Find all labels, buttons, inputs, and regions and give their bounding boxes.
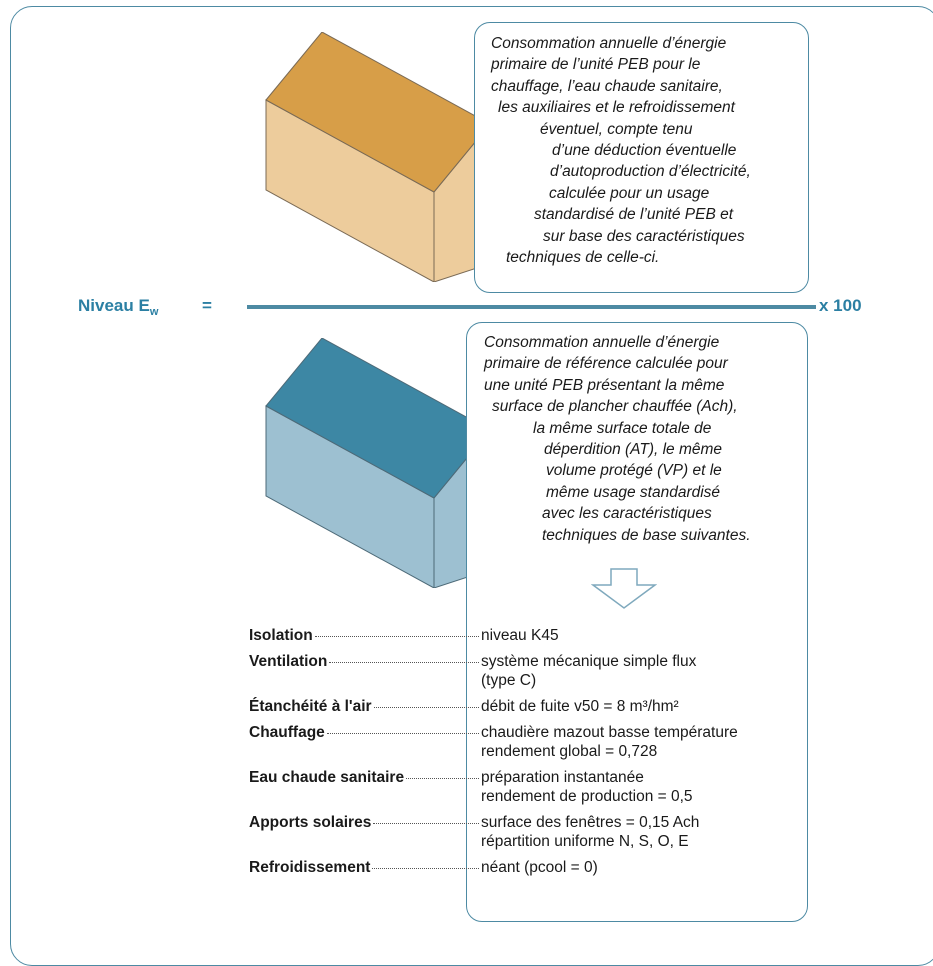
equals-sign: = [202, 296, 212, 315]
denominator-line: Consommation annuelle d’énergie [484, 334, 720, 351]
spec-row-chauffage: Chauffage chaudière mazout basse tempéra… [249, 723, 809, 761]
spec-label: Apports solaires [249, 814, 372, 831]
spec-row-apports-solaires: Apports solaires surface des fenêtres = … [249, 813, 809, 851]
numerator-line: techniques de celle-ci. [506, 249, 660, 267]
denominator-line: déperdition (AT), le même [544, 441, 723, 459]
leader-dots [314, 636, 479, 637]
down-arrow-icon [591, 568, 657, 609]
denominator-line: volume protégé (VP) et le [546, 462, 722, 480]
numerator-line: d’une déduction éventuelle [552, 142, 737, 160]
spec-row-isolation: Isolation niveau K45 [249, 626, 809, 645]
spec-value: surface des fenêtres = 0,15 Ach [481, 814, 700, 831]
numerator-line: standardisé de l’unité PEB et [534, 206, 734, 224]
leader-dots [373, 707, 479, 708]
spec-row-etancheite: Étanchéité à l'air débit de fuite v50 = … [249, 697, 809, 716]
spec-row-eau-chaude: Eau chaude sanitaire préparation instant… [249, 768, 809, 806]
spec-value: niveau K45 [481, 627, 559, 644]
spec-value: rendement de production = 0,5 [481, 788, 693, 805]
spec-value: préparation instantanée [481, 769, 644, 786]
spec-value: rendement global = 0,728 [481, 743, 658, 760]
spec-value: système mécanique simple flux [481, 653, 697, 670]
denominator-line: la même surface totale de [533, 419, 712, 437]
spec-label: Étanchéité à l'air [249, 698, 372, 715]
denominator-description: Consommation annuelle d’énergie primaire… [484, 332, 751, 546]
spec-value: (type C) [481, 672, 537, 689]
reference-specifications: Isolation niveau K45 Ventilation système… [249, 626, 809, 884]
multiplier-label: x 100 [819, 296, 862, 315]
spec-label: Ventilation [249, 653, 328, 670]
numerator-box [474, 22, 809, 293]
leader-dots [406, 778, 479, 779]
niveau-ew-label: Niveau Ew [78, 296, 159, 318]
denominator-line: techniques de base suivantes. [542, 526, 751, 544]
spec-value: répartition uniforme N, S, O, E [481, 833, 689, 850]
leader-dots [373, 823, 479, 824]
denominator-box [466, 322, 808, 922]
numerator-description: Consommation annuelle d’énergie primaire… [491, 33, 751, 268]
numerator-line: les auxiliaires et le refroidissement [498, 99, 735, 117]
spec-row-ventilation: Ventilation système mécanique simple flu… [249, 652, 809, 690]
spec-label: Refroidissement [249, 859, 371, 876]
numerator-line: d’autoproduction d’électricité, [550, 163, 751, 181]
spec-value: néant (pcool = 0) [481, 859, 598, 876]
numerator-line: primaire de l’unité PEB pour le [491, 56, 701, 74]
spec-row-refroidissement: Refroidissement néant (pcool = 0) [249, 858, 809, 877]
spec-label: Chauffage [249, 724, 325, 741]
numerator-line: chauffage, l’eau chaude sanitaire, [491, 77, 723, 95]
denominator-line: surface de plancher chauffée (Ach), [492, 398, 738, 416]
fraction-bar [247, 305, 816, 309]
spec-value: débit de fuite v50 = 8 m³/hm² [481, 698, 679, 715]
niveau-ew-subscript: w [149, 306, 159, 318]
spec-label: Eau chaude sanitaire [249, 769, 405, 786]
leader-dots [329, 662, 479, 663]
numerator-line: calculée pour un usage [549, 184, 710, 202]
numerator-line: sur base des caractéristiques [543, 227, 745, 245]
leader-dots [326, 733, 479, 734]
denominator-line: une unité PEB présentant la même [484, 376, 725, 394]
leader-dots [372, 868, 479, 869]
spec-label: Isolation [249, 627, 313, 644]
denominator-line: même usage standardisé [546, 483, 721, 501]
numerator-line: Consommation annuelle d’énergie [491, 35, 727, 52]
numerator-line: éventuel, compte tenu [540, 120, 693, 138]
spec-value: chaudière mazout basse température [481, 724, 738, 741]
denominator-line: primaire de référence calculée pour [484, 355, 728, 373]
denominator-line: avec les caractéristiques [542, 505, 712, 523]
